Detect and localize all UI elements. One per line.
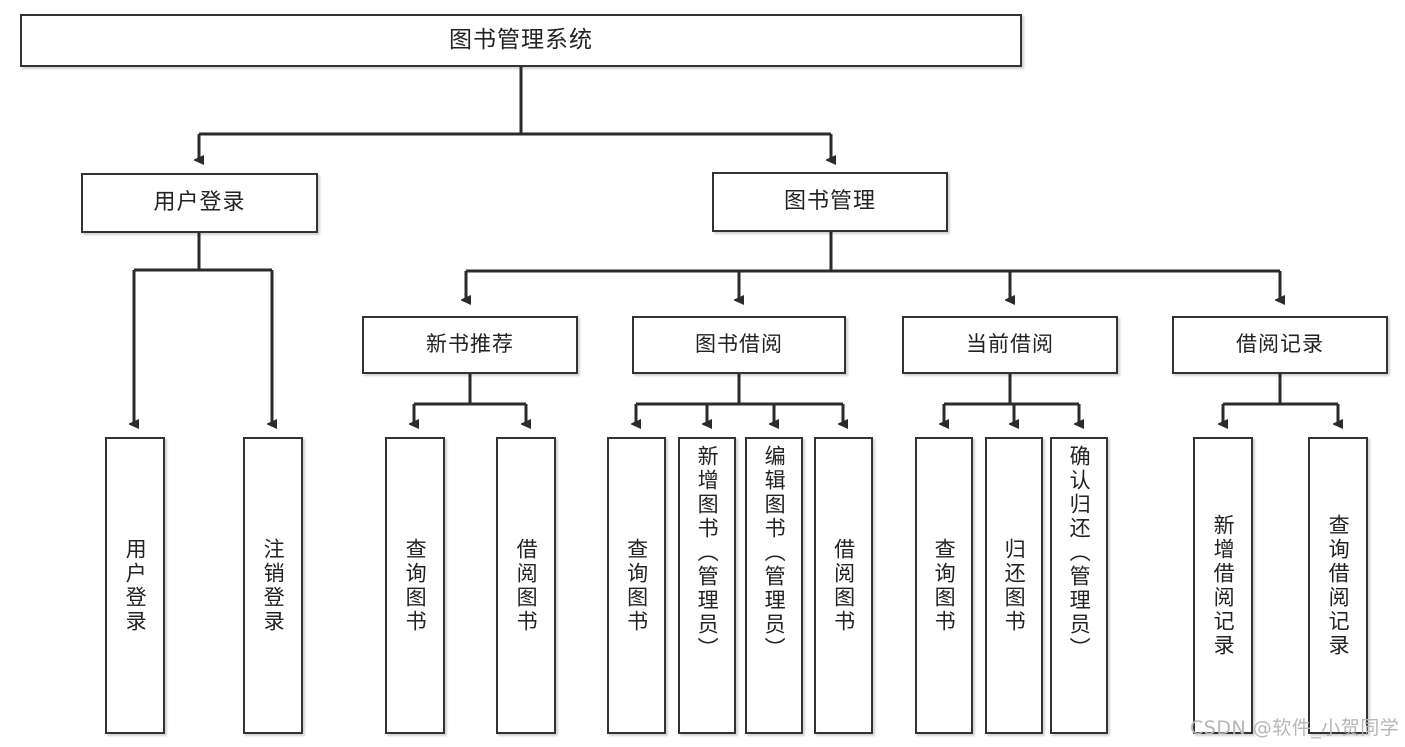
leaf-record-add[interactable]: 新增借阅记录 [1193,437,1253,734]
node-label: 查询图书 [403,537,428,634]
node-label: 注销登录 [261,537,286,634]
watermark-text: CSDN @软件_小贺同学 [1190,717,1400,739]
leaf-current-return-book[interactable]: 归还图书 [985,437,1043,734]
node-new-book-recommend[interactable]: 新书推荐 [362,316,578,374]
node-label: 图书管理系统 [449,26,593,53]
node-label: 查询图书 [624,537,649,634]
node-label: 用户登录 [123,537,148,634]
leaf-new-book-query[interactable]: 查询图书 [385,437,445,734]
node-book-borrow[interactable]: 图书借阅 [632,316,846,374]
node-label: 用户登录 [153,189,246,215]
node-label: 新增借阅记录 [1211,513,1236,658]
leaf-user-login-signout[interactable]: 注销登录 [243,437,303,734]
node-book-management[interactable]: 图书管理 [712,172,948,232]
node-label: 确认归还（管理员） [1067,445,1092,661]
leaf-borrow-edit-book[interactable]: 编辑图书（管理员） [745,437,803,734]
leaf-current-confirm-return[interactable]: 确认归还（管理员） [1050,437,1108,734]
node-label: 图书借阅 [695,332,783,357]
node-label: 图书管理 [783,188,876,214]
node-label: 借阅图书 [831,537,856,634]
leaf-borrow-add-book[interactable]: 新增图书（管理员） [678,437,736,734]
leaf-user-login-signin[interactable]: 用户登录 [105,437,165,734]
node-label: 借阅图书 [514,537,539,634]
leaf-current-query-book[interactable]: 查询图书 [915,437,973,734]
leaf-borrow-query-book[interactable]: 查询图书 [607,437,666,734]
leaf-borrow-borrow-book[interactable]: 借阅图书 [814,437,873,734]
node-borrow-record[interactable]: 借阅记录 [1172,316,1388,374]
node-label: 借阅记录 [1236,332,1324,357]
node-label: 查询图书 [932,537,957,634]
leaf-record-query[interactable]: 查询借阅记录 [1308,437,1368,734]
node-root-system[interactable]: 图书管理系统 [20,14,1022,67]
node-user-login[interactable]: 用户登录 [81,173,318,233]
node-label: 新增图书（管理员） [695,445,720,661]
node-label: 归还图书 [1002,537,1027,634]
node-label: 编辑图书（管理员） [762,445,787,661]
leaf-new-book-borrow[interactable]: 借阅图书 [496,437,556,734]
node-label: 当前借阅 [966,332,1054,357]
node-label: 查询借阅记录 [1326,513,1351,658]
node-label: 新书推荐 [426,332,514,357]
node-current-borrow[interactable]: 当前借阅 [902,316,1118,374]
